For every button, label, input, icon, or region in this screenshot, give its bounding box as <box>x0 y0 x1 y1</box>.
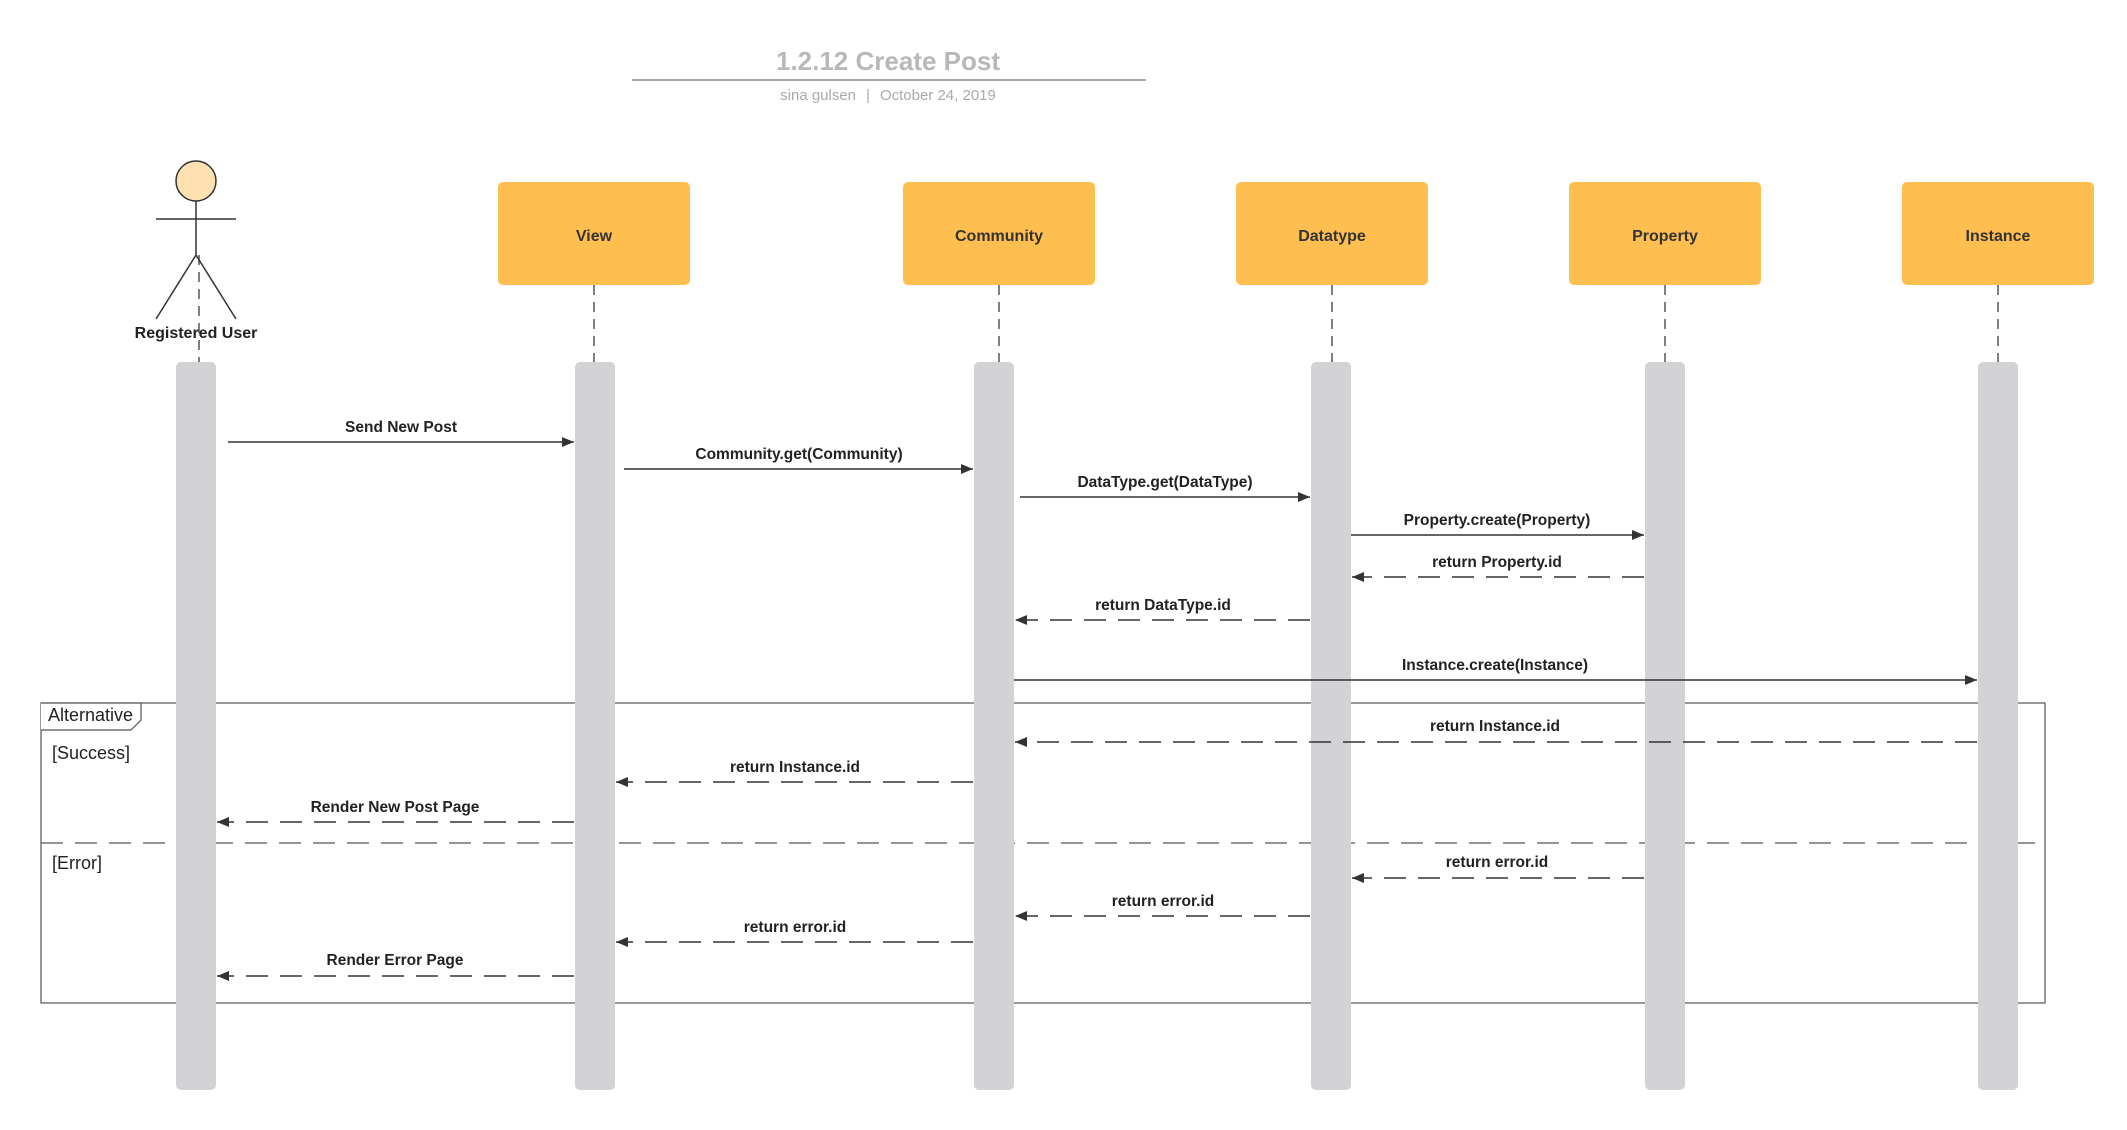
message-label: Property.create(Property) <box>1404 512 1591 529</box>
actor-stick-figure-icon <box>155 160 237 320</box>
message-11: return error.id <box>1352 854 1644 883</box>
message-label: return error.id <box>1112 893 1215 910</box>
alt-fragment-label: Alternative <box>48 705 133 725</box>
participant-box-datatype <box>1236 182 1428 285</box>
message-label: return Property.id <box>1432 554 1562 571</box>
activation-bar-property <box>1645 362 1685 1090</box>
participant-label-view: View <box>576 228 613 245</box>
message-5: return Property.id <box>1352 554 1644 582</box>
actor-label-user: Registered User <box>135 325 258 342</box>
message-10: Render New Post Page <box>217 799 574 827</box>
message-12: return error.id <box>1015 893 1310 921</box>
message-14: Render Error Page <box>217 952 574 981</box>
message-9: return Instance.id <box>616 759 973 787</box>
alt-fragment: Alternative [Success] [Error] <box>40 702 2046 1004</box>
participant-box-property <box>1569 182 1761 285</box>
participant-instance: Instance <box>1902 182 2094 1090</box>
message-label: Send New Post <box>345 419 457 436</box>
message-4: Property.create(Property) <box>1351 512 1644 540</box>
participant-user: Registered User <box>135 160 258 1090</box>
actor-left-leg <box>155 254 197 320</box>
message-label: return Instance.id <box>1430 718 1560 735</box>
activation-bar-user <box>176 362 216 1090</box>
alt-guard-success: [Success] <box>52 743 130 763</box>
activation-bar-view <box>575 362 615 1090</box>
participant-label-instance: Instance <box>1966 228 2031 245</box>
message-label: return error.id <box>744 919 847 936</box>
message-label: return Instance.id <box>730 759 860 776</box>
participant-box-instance <box>1902 182 2094 285</box>
actor-head <box>175 160 217 202</box>
message-label: Instance.create(Instance) <box>1402 657 1588 674</box>
participant-box-community <box>903 182 1095 285</box>
activation-bar-instance <box>1978 362 2018 1090</box>
diagram-date: October 24, 2019 <box>880 87 996 104</box>
alt-fragment-frame <box>40 702 2046 1004</box>
message-1: Send New Post <box>228 419 574 447</box>
participant-property: Property <box>1569 182 1761 1090</box>
alt-guard-error: [Error] <box>52 853 102 873</box>
message-6: return DataType.id <box>1015 597 1310 625</box>
message-label: DataType.get(DataType) <box>1077 474 1252 491</box>
message-label: return DataType.id <box>1095 597 1231 614</box>
participant-label-property: Property <box>1632 228 1698 245</box>
participant-box-view <box>498 182 690 285</box>
message-2: Community.get(Community) <box>624 446 973 474</box>
message-label: return error.id <box>1446 854 1549 871</box>
message-13: return error.id <box>616 919 973 947</box>
actor-right-leg <box>195 254 237 320</box>
diagram-author: sina gulsen <box>780 87 856 104</box>
activation-bar-community <box>974 362 1014 1090</box>
message-label: Render Error Page <box>327 952 464 969</box>
subtitle-separator: | <box>866 87 870 104</box>
message-8: return Instance.id <box>1015 718 1977 747</box>
alt-fragment-tab <box>41 702 142 731</box>
participant-datatype: Datatype <box>1236 182 1428 1090</box>
activation-bar-datatype <box>1311 362 1351 1090</box>
diagram-author-line: sina gulsen | October 24, 2019 <box>780 87 996 104</box>
message-3: DataType.get(DataType) <box>1020 474 1310 502</box>
participant-label-datatype: Datatype <box>1298 228 1366 245</box>
message-label: Community.get(Community) <box>695 446 902 463</box>
participant-community: Community <box>903 182 1095 1090</box>
message-7: Instance.create(Instance) <box>1014 657 1977 685</box>
participant-label-community: Community <box>955 228 1043 245</box>
participant-view: View <box>498 182 690 1090</box>
message-label: Render New Post Page <box>311 799 480 816</box>
diagram-title: 1.2.12 Create Post <box>776 46 1000 76</box>
